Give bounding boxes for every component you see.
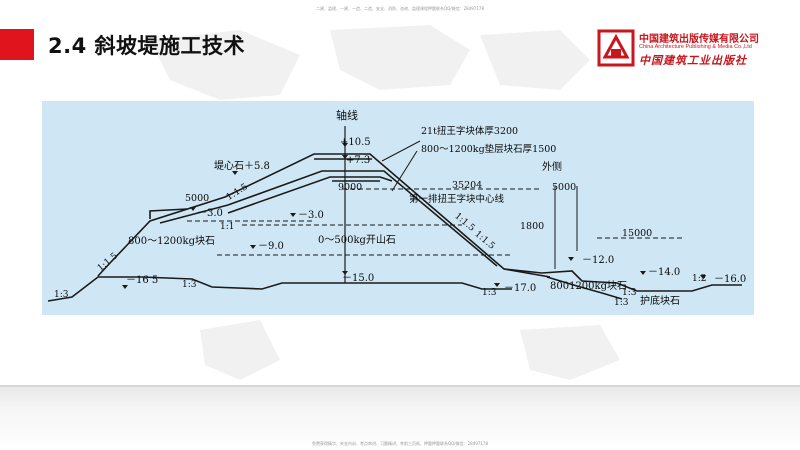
floor-gradient (0, 385, 800, 450)
width-9000: 9000 (338, 182, 362, 193)
top-note: 二建、监理、一建、一造、二造、安全、消防、咨询、监理课程押题联系QQ/微信：28… (315, 6, 484, 11)
seabed-left (47, 276, 512, 302)
slope-label-7: 1:3 (182, 280, 197, 290)
elev-marker-crown (342, 155, 348, 159)
elev-marker-m16-right (700, 275, 706, 279)
slope-label-11: 1:3 (614, 298, 629, 308)
publisher-name-calligraphy: 中国建筑工业出版社 (639, 54, 747, 67)
elev-m16-right-label: －16.0 (714, 274, 746, 285)
cushion-outline (159, 170, 498, 267)
elev-m14-label: －14.0 (648, 267, 680, 278)
elev-m12-label: －12.0 (582, 255, 614, 266)
slope-label-10: 1:3 (622, 288, 637, 298)
embankment-core-label: 堤心石＋5.8 (214, 160, 270, 172)
quarry-stone-label: 0～500kg开山石 (318, 234, 396, 246)
elev-marker-m14 (640, 271, 646, 275)
slope-label-6: 1:3 (54, 290, 69, 300)
right-slope (546, 276, 623, 300)
elev-marker-m12 (568, 257, 574, 261)
slope-label-9: 1:2 (692, 274, 706, 284)
publisher-name-cn: 中国建筑出版传媒有限公司 (639, 34, 759, 45)
width-1800: 1800 (520, 221, 544, 232)
bottom-note: 免费获得精华、夹金内训、考点串讲、习题精讲、考前三页纸、押题押题联系QQ/微信：… (311, 441, 488, 446)
width-15000: 15000 (622, 228, 652, 239)
elev-m3-left-label: －3.0 (197, 208, 223, 219)
floor-line (0, 385, 800, 387)
elev-m9-label: －9.0 (258, 241, 284, 252)
toe-protection-label: 护底块石 (640, 294, 680, 307)
core-outline (227, 176, 393, 214)
elev-m17-label: －17.0 (504, 283, 536, 294)
elev-top-label: +10.5 (340, 137, 371, 148)
elev-marker-m15 (342, 271, 348, 275)
centerline-label: 第一排扭王字块中心线 (409, 193, 505, 205)
elev-marker-top (342, 143, 348, 147)
slope-label-1: 1:1.5 (225, 182, 250, 203)
width-35204: 35204 (452, 180, 482, 191)
publisher-logo: 中国建筑出版传媒有限公司 China Architecture Publishi… (597, 27, 797, 73)
slope-label-5: 1:1.5 (96, 251, 120, 274)
elev-m16-left-label: －16 5 (126, 275, 158, 286)
leader-block (381, 140, 421, 162)
armour-outline (97, 153, 551, 278)
elev-marker-m17 (494, 283, 500, 287)
leader-cushion (391, 150, 418, 192)
elev-marker-m9 (250, 245, 256, 249)
slope-label-8: 1:3 (482, 288, 497, 298)
block-thickness-label: 21t扭王字块体厚3200 (421, 125, 518, 137)
elev-marker-m3-left (190, 207, 196, 211)
page-title: 2.4 斜坡堤施工技术 (48, 34, 246, 58)
publisher-name-en: China Architecture Publishing & Media Co… (639, 44, 752, 50)
slope-label-2: 1:1 (220, 222, 234, 232)
cross-section-drawing: 轴线 +10.5 +7.3 堤心石＋5.8 21t扭王字块体厚3200 800～… (47, 108, 746, 308)
publisher-logo-icon (597, 29, 635, 67)
right-rock-label: 8001200kg块石 (550, 280, 627, 292)
width-5000-left: 5000 (185, 193, 209, 204)
title-accent-bar (0, 29, 34, 60)
elev-marker-m16-left (122, 285, 128, 289)
elev-marker-m3-mid (290, 213, 296, 217)
left-berm (149, 208, 188, 219)
left-rock-label: 800～1200kg块石 (128, 235, 215, 247)
elev-m3-mid-label: －3.0 (298, 210, 324, 221)
width-5000-right: 5000 (552, 182, 576, 193)
elev-m15-label: －15.0 (342, 273, 374, 284)
elev-crown-label: +7.3 (346, 155, 370, 166)
outside-label: 外侧 (542, 160, 562, 173)
slope-label-3: 1:1.5 (452, 211, 476, 234)
elev-marker-core (232, 171, 238, 175)
right-toe (503, 268, 742, 292)
breakwater-cross-section: 轴线 +10.5 +7.3 堤心石＋5.8 21t扭王字块体厚3200 800～… (42, 101, 754, 315)
axis-label: 轴线 (336, 108, 358, 122)
cushion-thickness-label: 800～1200kg垫层块石厚1500 (421, 143, 556, 155)
